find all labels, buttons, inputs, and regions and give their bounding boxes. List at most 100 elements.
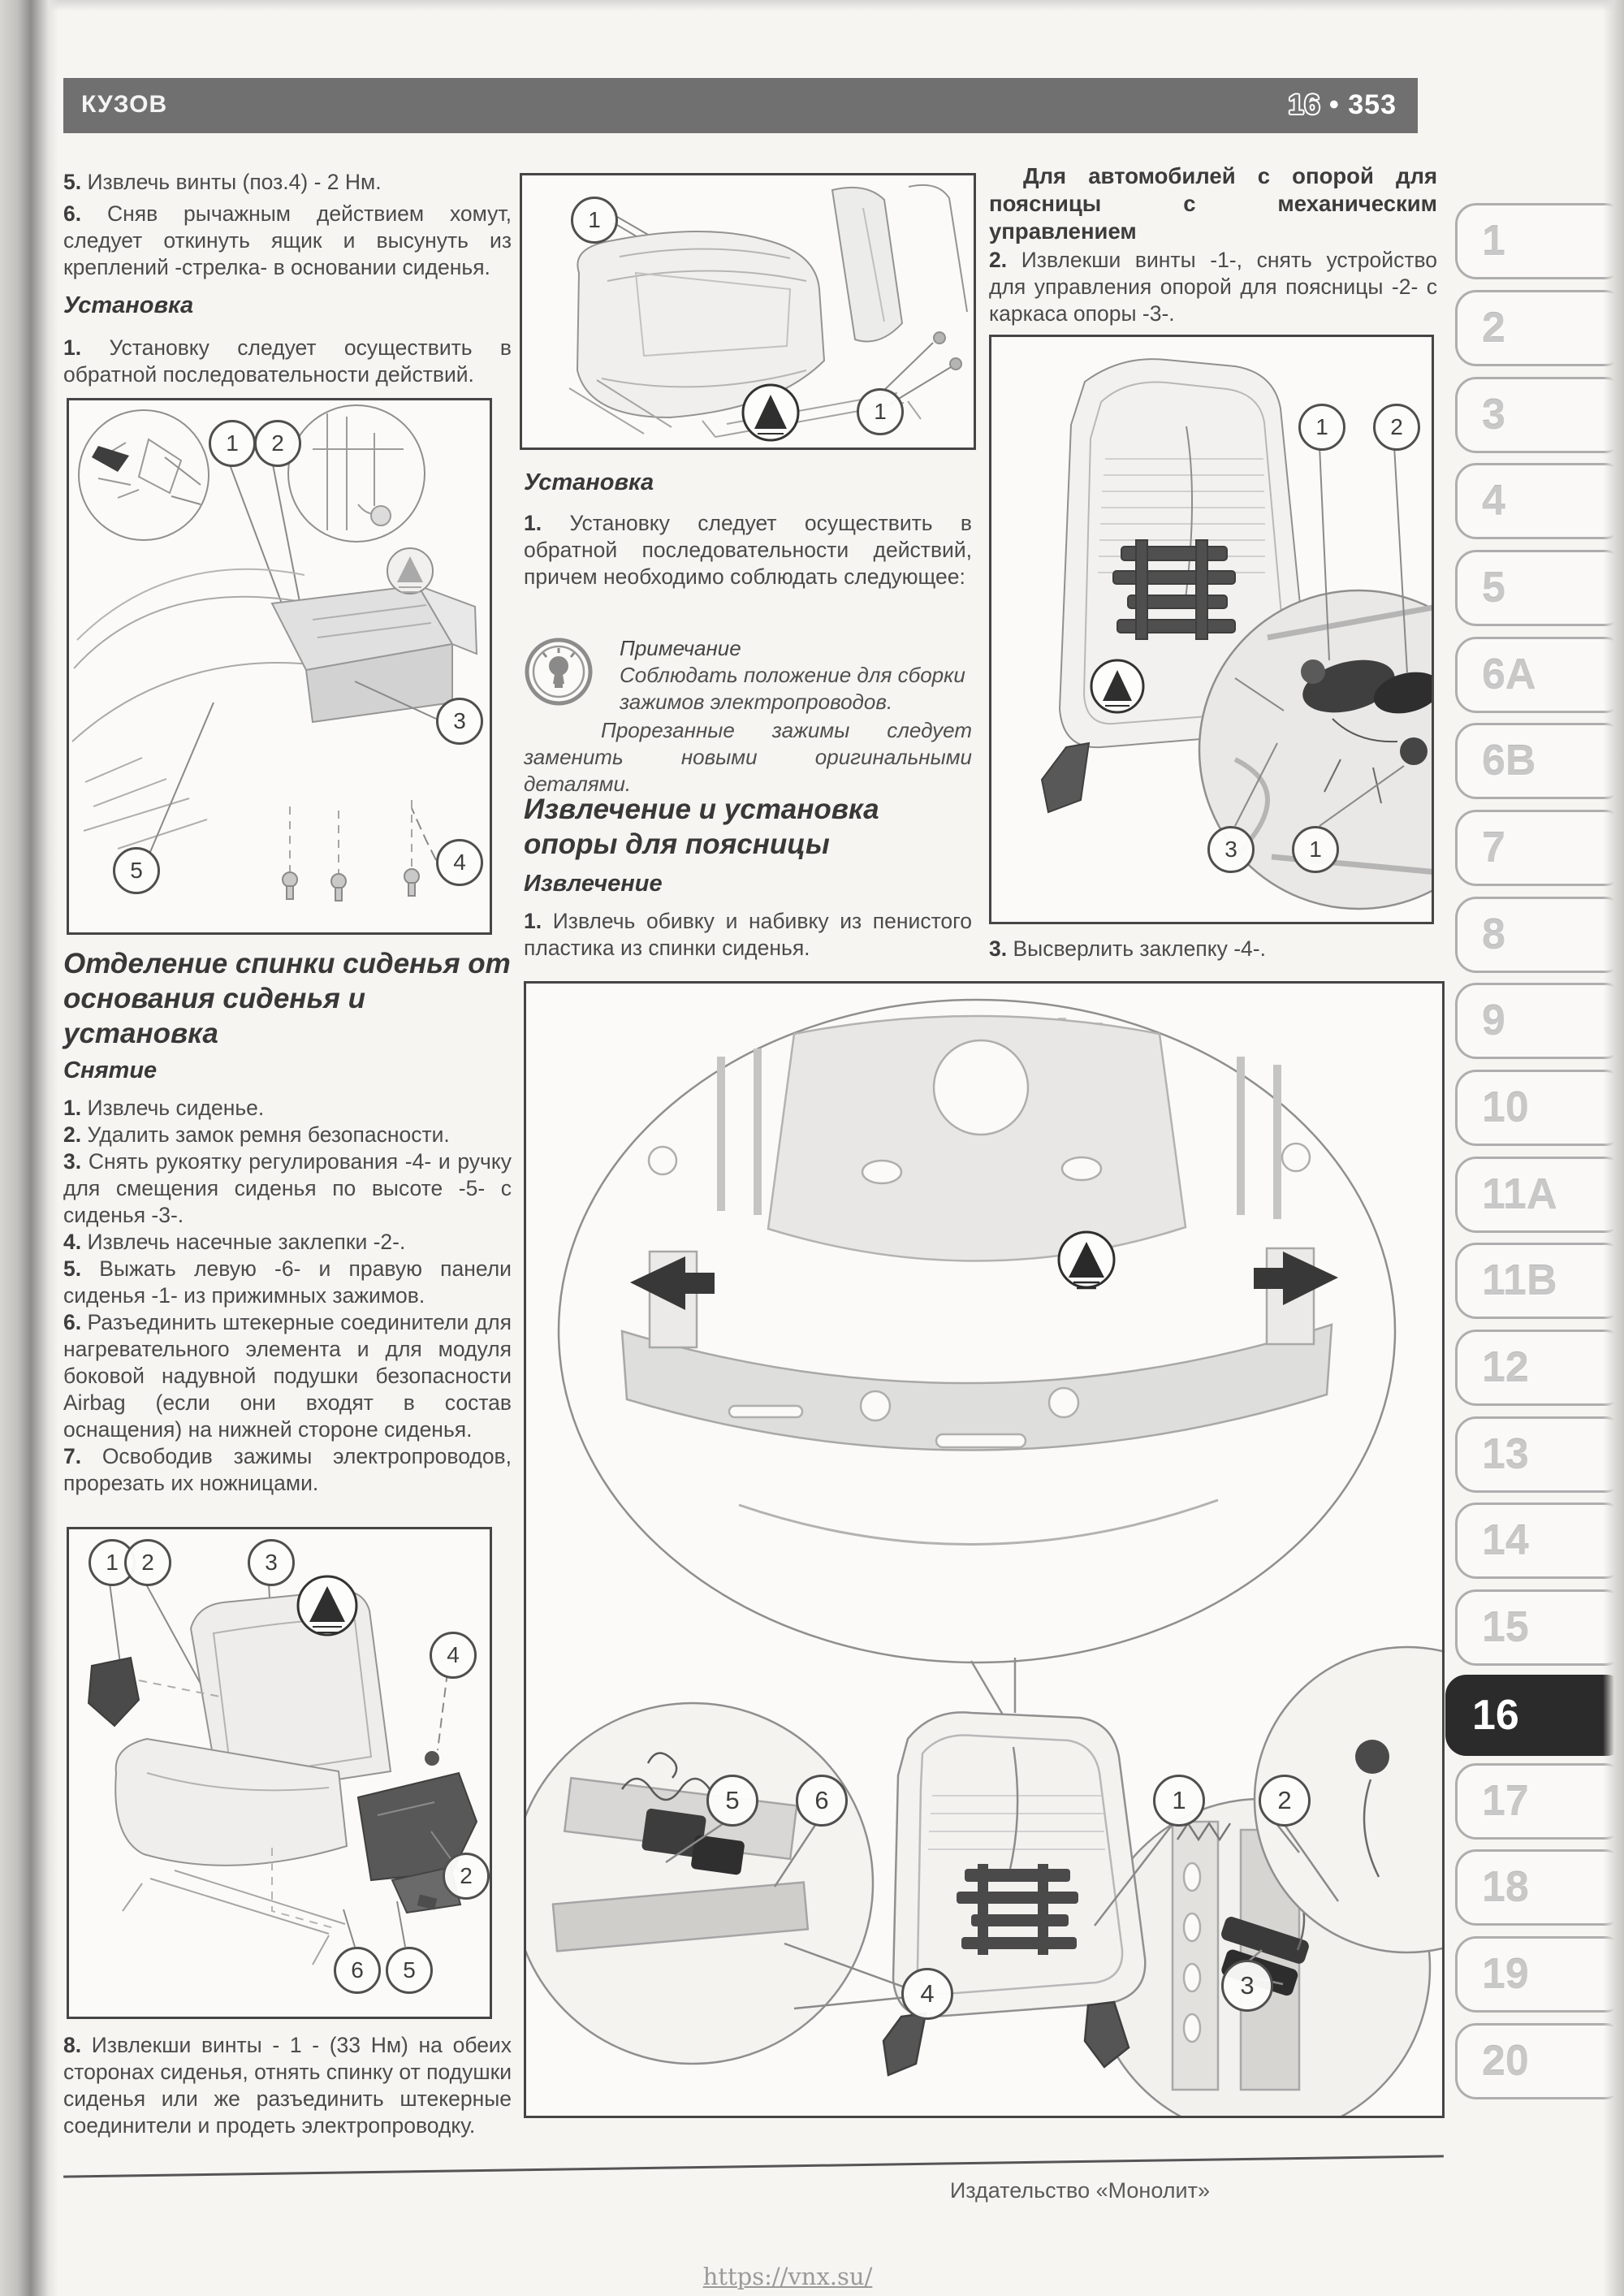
figure-callout: 2 (443, 1853, 490, 1900)
left-removal-heading: Снятие (63, 1057, 157, 1084)
chapter-tab-2[interactable]: 2 (1455, 290, 1624, 366)
figure-callout: 3 (248, 1539, 295, 1586)
scan-edge-left (0, 0, 58, 2296)
chapter-tab-3[interactable]: 3 (1455, 377, 1624, 453)
tab-label: 7 (1482, 824, 1505, 871)
chapter-tab-16-active[interactable]: 16 (1445, 1675, 1624, 1756)
bold-paragraph: Для автомобилей с опорой для поясницы с … (989, 163, 1437, 244)
chapter-tab-6a[interactable]: 6A (1455, 637, 1624, 713)
note-title: Примечание (620, 636, 741, 660)
middle-install-heading: Установка (524, 469, 654, 496)
chapter-tab-5[interactable]: 5 (1455, 550, 1624, 626)
step-number: 3. (989, 936, 1008, 961)
figure-callout: 5 (386, 1947, 433, 1994)
page-number-separator: • (1328, 89, 1340, 120)
chapter-tab-12[interactable]: 12 (1455, 1330, 1624, 1406)
figure-callout: 1 (1298, 404, 1345, 451)
step-paragraph: 1. Установку следует осуществить в обрат… (63, 335, 512, 388)
chapter-tab-10[interactable]: 10 (1455, 1070, 1624, 1146)
step-paragraph: 3. Снять рукоятку регулирования -4- и ру… (63, 1148, 512, 1229)
figure-callout: 3 (1221, 1960, 1273, 2012)
note-lightbulb-icon (524, 637, 594, 711)
chapter-tab-15[interactable]: 15 (1455, 1589, 1624, 1666)
left-install-step: 1. Установку следует осуществить в обрат… (63, 335, 512, 393)
figure-callout: 3 (1207, 826, 1255, 873)
tab-label: 1 (1482, 218, 1505, 265)
step-paragraph: 6. Разъединить штекерные соединители для… (63, 1309, 512, 1443)
chapter-tab-11a[interactable]: 11A (1455, 1157, 1624, 1233)
figure-glovebox-removal: 1 2 3 4 5 (67, 398, 492, 935)
left-install-heading: Установка (63, 292, 193, 319)
step-text: Выжать левую -6- и правую панели сиденья… (63, 1256, 512, 1308)
middle-install-step: 1. Установку следует осуществить в обрат… (524, 510, 972, 595)
chapter-tab-7[interactable]: 7 (1455, 810, 1624, 886)
tab-label: 15 (1482, 1604, 1529, 1651)
step-paragraph: 7. Освободив зажимы электропроводов, про… (63, 1443, 512, 1497)
step-paragraph: 8. Извлекши винты - 1 - (33 Нм) на обеих… (63, 2032, 512, 2139)
chapter-tab-8[interactable]: 8 (1455, 897, 1624, 973)
figure-callout: 2 (124, 1539, 171, 1586)
chapter-number: 16 (1288, 89, 1321, 120)
figure-seat-cushion: 1 1 (520, 173, 976, 450)
chapter-tab-9[interactable]: 9 (1455, 983, 1624, 1059)
figure-seat-panels: 1 2 3 4 2 6 5 (67, 1527, 492, 2019)
chapter-tab-11b[interactable]: 11B (1455, 1243, 1624, 1319)
source-url-link[interactable]: https://vnx.su/ (702, 2263, 873, 2290)
figure-callout: 4 (430, 1632, 477, 1679)
step-text: Установку следует осуществить в обратной… (63, 335, 512, 387)
tab-label: 16 (1472, 1692, 1519, 1739)
tab-label: 9 (1482, 997, 1505, 1044)
seat-panels-illustration (87, 1575, 478, 1965)
step-text: Освободив зажимы электропроводов, прорез… (63, 1444, 512, 1495)
seat-cushion-illustration (568, 184, 968, 442)
section-heading: Извлечение и установка опоры для поясниц… (524, 793, 879, 860)
step-number: 4. (63, 1230, 82, 1254)
chapter-tab-19[interactable]: 19 (1455, 1936, 1624, 2013)
figure-callout: 1 (857, 388, 904, 435)
tab-label: 3 (1482, 391, 1505, 439)
header-bar: КУЗОВ 16 • 353 (63, 78, 1418, 133)
figure-callout: 4 (901, 1968, 953, 2020)
chapter-tab-20[interactable]: 20 (1455, 2023, 1624, 2099)
chapter-tab-4[interactable]: 4 (1455, 463, 1624, 539)
figure-callout: 6 (796, 1775, 848, 1827)
chapter-tab-13[interactable]: 13 (1455, 1416, 1624, 1493)
tab-label: 10 (1482, 1084, 1529, 1131)
note-body: Соблюдать положение для сборки зажимов э… (620, 663, 965, 714)
step-text: Извлекши винты -1-, снять устройство для… (989, 248, 1437, 326)
page-number: 16 • 353 (1289, 89, 1397, 121)
step-text: Извлекши винты - 1 - (33 Нм) на обеих ст… (63, 2033, 512, 2138)
step-text: Извлечь насечные заклепки -2-. (87, 1230, 406, 1254)
step-text: Удалить замок ремня безопасности. (87, 1122, 450, 1147)
publisher-credit: Издательство «Монолит» (949, 2178, 1210, 2203)
step-paragraph: 2. Удалить замок ремня безопасности. (63, 1122, 512, 1148)
lumbar-support-illustration (526, 998, 1442, 2116)
chapter-tab-18[interactable]: 18 (1455, 1849, 1624, 1926)
step-paragraph: 5. Выжать левую -6- и правую панели сиде… (63, 1256, 512, 1309)
step-number: 2. (63, 1122, 82, 1147)
tab-label: 17 (1482, 1778, 1529, 1825)
step-text: Извлечь сиденье. (87, 1096, 265, 1120)
chapter-tab-1[interactable]: 1 (1455, 203, 1624, 279)
note-block: Примечание Соблюдать положение для сборк… (524, 635, 972, 798)
chapter-tab-6b[interactable]: 6B (1455, 723, 1624, 799)
figure-callout: 2 (1259, 1775, 1311, 1827)
tab-label: 14 (1482, 1517, 1529, 1564)
middle-lumbar-heading: Извлечение и установка опоры для поясниц… (524, 792, 972, 862)
chapter-tab-17[interactable]: 17 (1455, 1763, 1624, 1840)
tab-label: 6B (1482, 737, 1536, 785)
step-text: Снять рукоятку регулирования -4- и ручку… (63, 1149, 512, 1227)
chapter-tab-14[interactable]: 14 (1455, 1503, 1624, 1579)
backrest-frame-illustration (1040, 358, 1432, 910)
left-section-heading: Отделение спинки сиденья от основания си… (63, 946, 512, 1051)
note-body-continued: Прорезанные зажимы следует заменить новы… (524, 718, 972, 796)
step-number: 1. (63, 335, 82, 360)
figure-callout: 1 (571, 197, 618, 244)
tab-label: 19 (1482, 1951, 1529, 1998)
step-number: 5. (63, 170, 82, 194)
section-title: КУЗОВ (81, 91, 168, 118)
step-number: 1. (524, 909, 542, 933)
step-number: 6. (63, 201, 82, 226)
step-text: Разъединить штекерные соединители для на… (63, 1310, 512, 1442)
left-removal-steps: 1. Извлечь сиденье. 2. Удалить замок рем… (63, 1095, 512, 1497)
